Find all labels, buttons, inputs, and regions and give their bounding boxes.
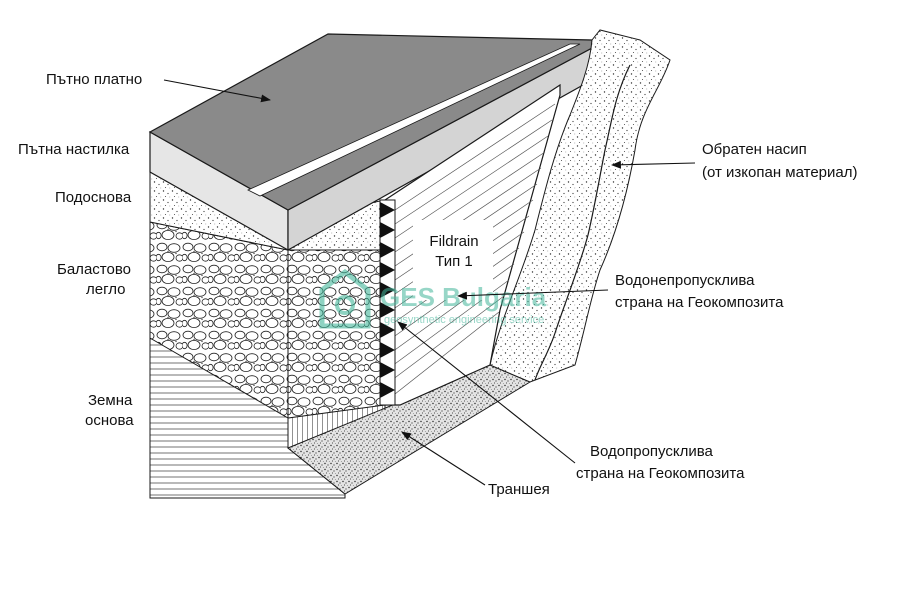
backfill-body: [489, 29, 671, 383]
geocomposite-stud-edge: [379, 199, 396, 406]
label-trench: Траншея: [488, 481, 550, 498]
leader-backfill: [611, 160, 696, 169]
backfill-interface-line: [534, 64, 631, 381]
ballast-front-face: [287, 249, 386, 419]
label-ground-line1: Земна: [88, 392, 133, 409]
watermark-tagline: geosynthetic engineering service: [384, 314, 544, 326]
label-pavement: Пътна настилка: [18, 141, 130, 158]
label-permeable-line1: Водопропусклива: [590, 443, 714, 460]
label-permeable-line2: страна на Геокомпозита: [576, 465, 745, 482]
label-ballast-line2: легло: [86, 281, 126, 298]
leader-permeable: [397, 321, 576, 464]
watermark-logo-icon: [319, 268, 371, 329]
label-impermeable-line1: Водонепропусклива: [615, 272, 755, 289]
label-ballast-line1: Баластово: [57, 261, 131, 278]
product-label-box: [413, 220, 493, 300]
leader-lines: [163, 79, 696, 486]
label-impermeable-line2: страна на Геокомпозита: [615, 294, 784, 311]
product-name: Fildrain: [429, 233, 478, 250]
product-type: Тип 1: [435, 253, 473, 270]
label-subbase: Подоснова: [55, 189, 132, 206]
watermark-brand: GES Bulgaria: [380, 282, 547, 312]
road-marking: [247, 43, 581, 197]
leader-impermeable: [457, 289, 609, 300]
label-road-surface: Пътно платно: [46, 71, 142, 88]
leader-road-surface: [163, 79, 271, 103]
label-backfill-line1: Обратен насип: [702, 141, 807, 158]
label-ground-line2: основа: [85, 412, 134, 429]
ges-bulgaria-watermark: GES Bulgaria geosynthetic engineering se…: [319, 268, 547, 329]
leader-trench: [401, 431, 486, 486]
label-backfill-line2: (от изкопан материал): [702, 164, 857, 181]
